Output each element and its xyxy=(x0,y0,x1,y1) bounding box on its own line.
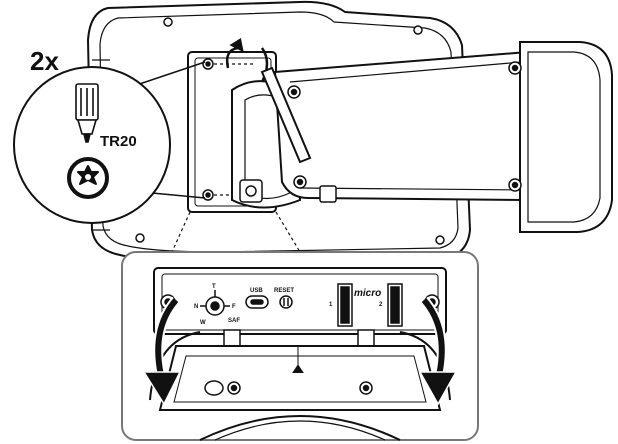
sd-slot-2 xyxy=(387,283,403,327)
screw-guide-lines xyxy=(214,63,255,196)
torx-screwdriver-icon xyxy=(75,83,99,143)
cover-screw-top xyxy=(202,58,214,70)
cover-screw-bottom xyxy=(202,189,214,201)
arm-screw xyxy=(135,17,522,245)
focus-n-label: N xyxy=(194,304,198,310)
down-arrow-icon xyxy=(142,296,182,406)
mounting-arm xyxy=(260,41,613,233)
sd-slot-1 xyxy=(337,283,353,327)
reset-button xyxy=(279,295,293,309)
cover-hole-right xyxy=(359,381,373,395)
counterclockwise-arrow-icon xyxy=(225,37,269,83)
zoom-w-label: W xyxy=(200,320,206,326)
open-cover xyxy=(158,345,442,411)
down-arrow-icon xyxy=(418,296,458,406)
zoom-t-label: T xyxy=(212,284,216,290)
focus-af-label: SAF xyxy=(228,318,240,324)
cover-hole-left xyxy=(204,380,241,396)
zoom-focus-joystick xyxy=(200,290,230,316)
focus-f-label: F xyxy=(232,304,236,310)
torx-bit-icon xyxy=(67,157,109,199)
interface-panel xyxy=(153,267,447,335)
slot-2-label: 2 xyxy=(379,302,383,308)
body-connector xyxy=(239,179,337,203)
lens-dome xyxy=(149,331,451,441)
quantity-label: 2x xyxy=(30,46,59,76)
usb-port xyxy=(245,295,269,309)
micro-sd-logo: micro xyxy=(354,288,381,299)
magnifier-callout xyxy=(13,61,206,224)
detail-pointer xyxy=(171,211,301,253)
usb-label: USB xyxy=(250,288,263,294)
slot-1-label: 1 xyxy=(329,302,333,308)
tool-label: TR20 xyxy=(100,133,137,150)
reset-label: RESET xyxy=(274,288,294,294)
